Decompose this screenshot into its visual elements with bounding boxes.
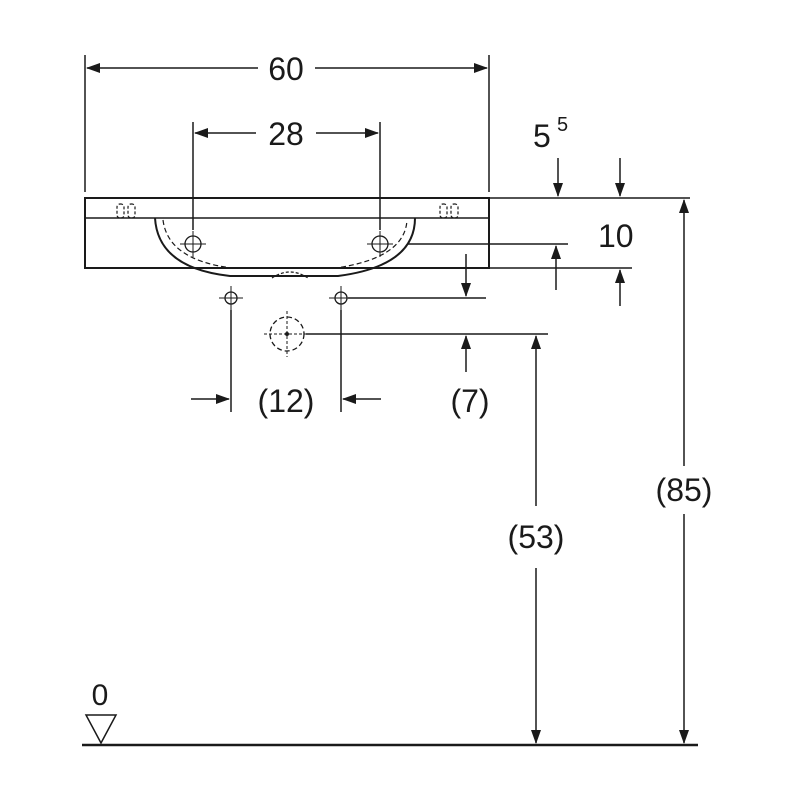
floor-level-label: 0 <box>92 679 109 712</box>
dimension-28: 28 <box>192 116 381 230</box>
dimension-53: (53) <box>508 335 565 744</box>
dimension-5-5: 5 5 <box>490 114 690 199</box>
bowl-inner-dashed <box>162 219 408 269</box>
dimension-5-5-superscript: 5 <box>557 114 568 136</box>
overflow-slot-left <box>116 203 136 219</box>
supply-connection-left <box>219 286 243 310</box>
dimension-60: 60 <box>84 51 490 192</box>
overflow-slot-right <box>439 203 459 219</box>
waste-connection <box>264 311 310 357</box>
dimension-53-label: (53) <box>508 519 565 555</box>
bowl-outline <box>154 217 416 277</box>
drain-recess <box>271 271 309 279</box>
dimension-60-label: 60 <box>268 51 304 87</box>
basin-outline <box>84 197 490 269</box>
dimension-10-label: 10 <box>598 218 634 254</box>
dimension-7: (7) <box>450 335 490 419</box>
dimension-28-label: 28 <box>268 116 304 152</box>
dimension-12: (12) <box>191 310 381 419</box>
dimension-12-label: (12) <box>258 383 315 419</box>
dimension-5-5-base: 5 <box>533 118 551 154</box>
basin-shape <box>84 197 490 279</box>
tap-hole-left <box>180 231 206 257</box>
dimension-7-label: (7) <box>450 383 489 419</box>
dimension-10: 10 <box>408 218 634 306</box>
dimension-85: (85) <box>656 199 713 744</box>
floor-level-triangle-icon <box>84 714 118 745</box>
dimension-85-label: (85) <box>656 472 713 508</box>
tap-hole-right <box>367 231 393 257</box>
floor-level: 0 <box>82 679 698 747</box>
